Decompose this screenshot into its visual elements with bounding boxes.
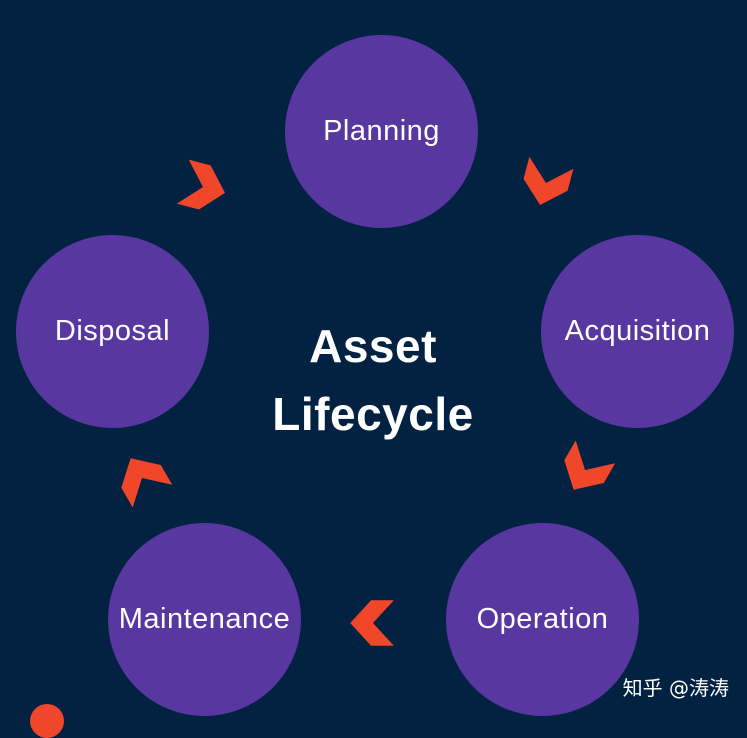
center-title-line2: Lifecycle bbox=[272, 388, 474, 440]
corner-badge-icon bbox=[30, 704, 64, 738]
arrow-planning-to-acquisition-icon bbox=[518, 156, 574, 211]
node-acquisition: Acquisition bbox=[541, 235, 734, 428]
node-disposal-label: Disposal bbox=[54, 315, 171, 347]
node-planning-label: Planning bbox=[323, 115, 440, 147]
node-operation-label: Operation bbox=[476, 603, 609, 635]
arrow-disposal-to-planning-icon bbox=[176, 159, 231, 215]
node-maintenance: Maintenance bbox=[108, 523, 301, 716]
lifecycle-diagram: Planning Acquisition Operation Maintenan… bbox=[16, 35, 734, 738]
node-disposal: Disposal bbox=[16, 235, 209, 428]
center-title-line1: Asset bbox=[309, 320, 437, 372]
node-operation: Operation bbox=[446, 523, 639, 716]
node-acquisition-label: Acquisition bbox=[564, 315, 711, 347]
watermark: 知乎 @涛涛 bbox=[622, 676, 729, 700]
node-planning: Planning bbox=[285, 35, 478, 228]
arrow-acquisition-to-operation-icon bbox=[553, 440, 616, 502]
node-maintenance-label: Maintenance bbox=[118, 603, 291, 635]
arrow-operation-to-maintenance-icon bbox=[350, 600, 394, 646]
arrow-maintenance-to-disposal-icon bbox=[110, 446, 173, 508]
center-title: Asset Lifecycle bbox=[223, 312, 523, 448]
